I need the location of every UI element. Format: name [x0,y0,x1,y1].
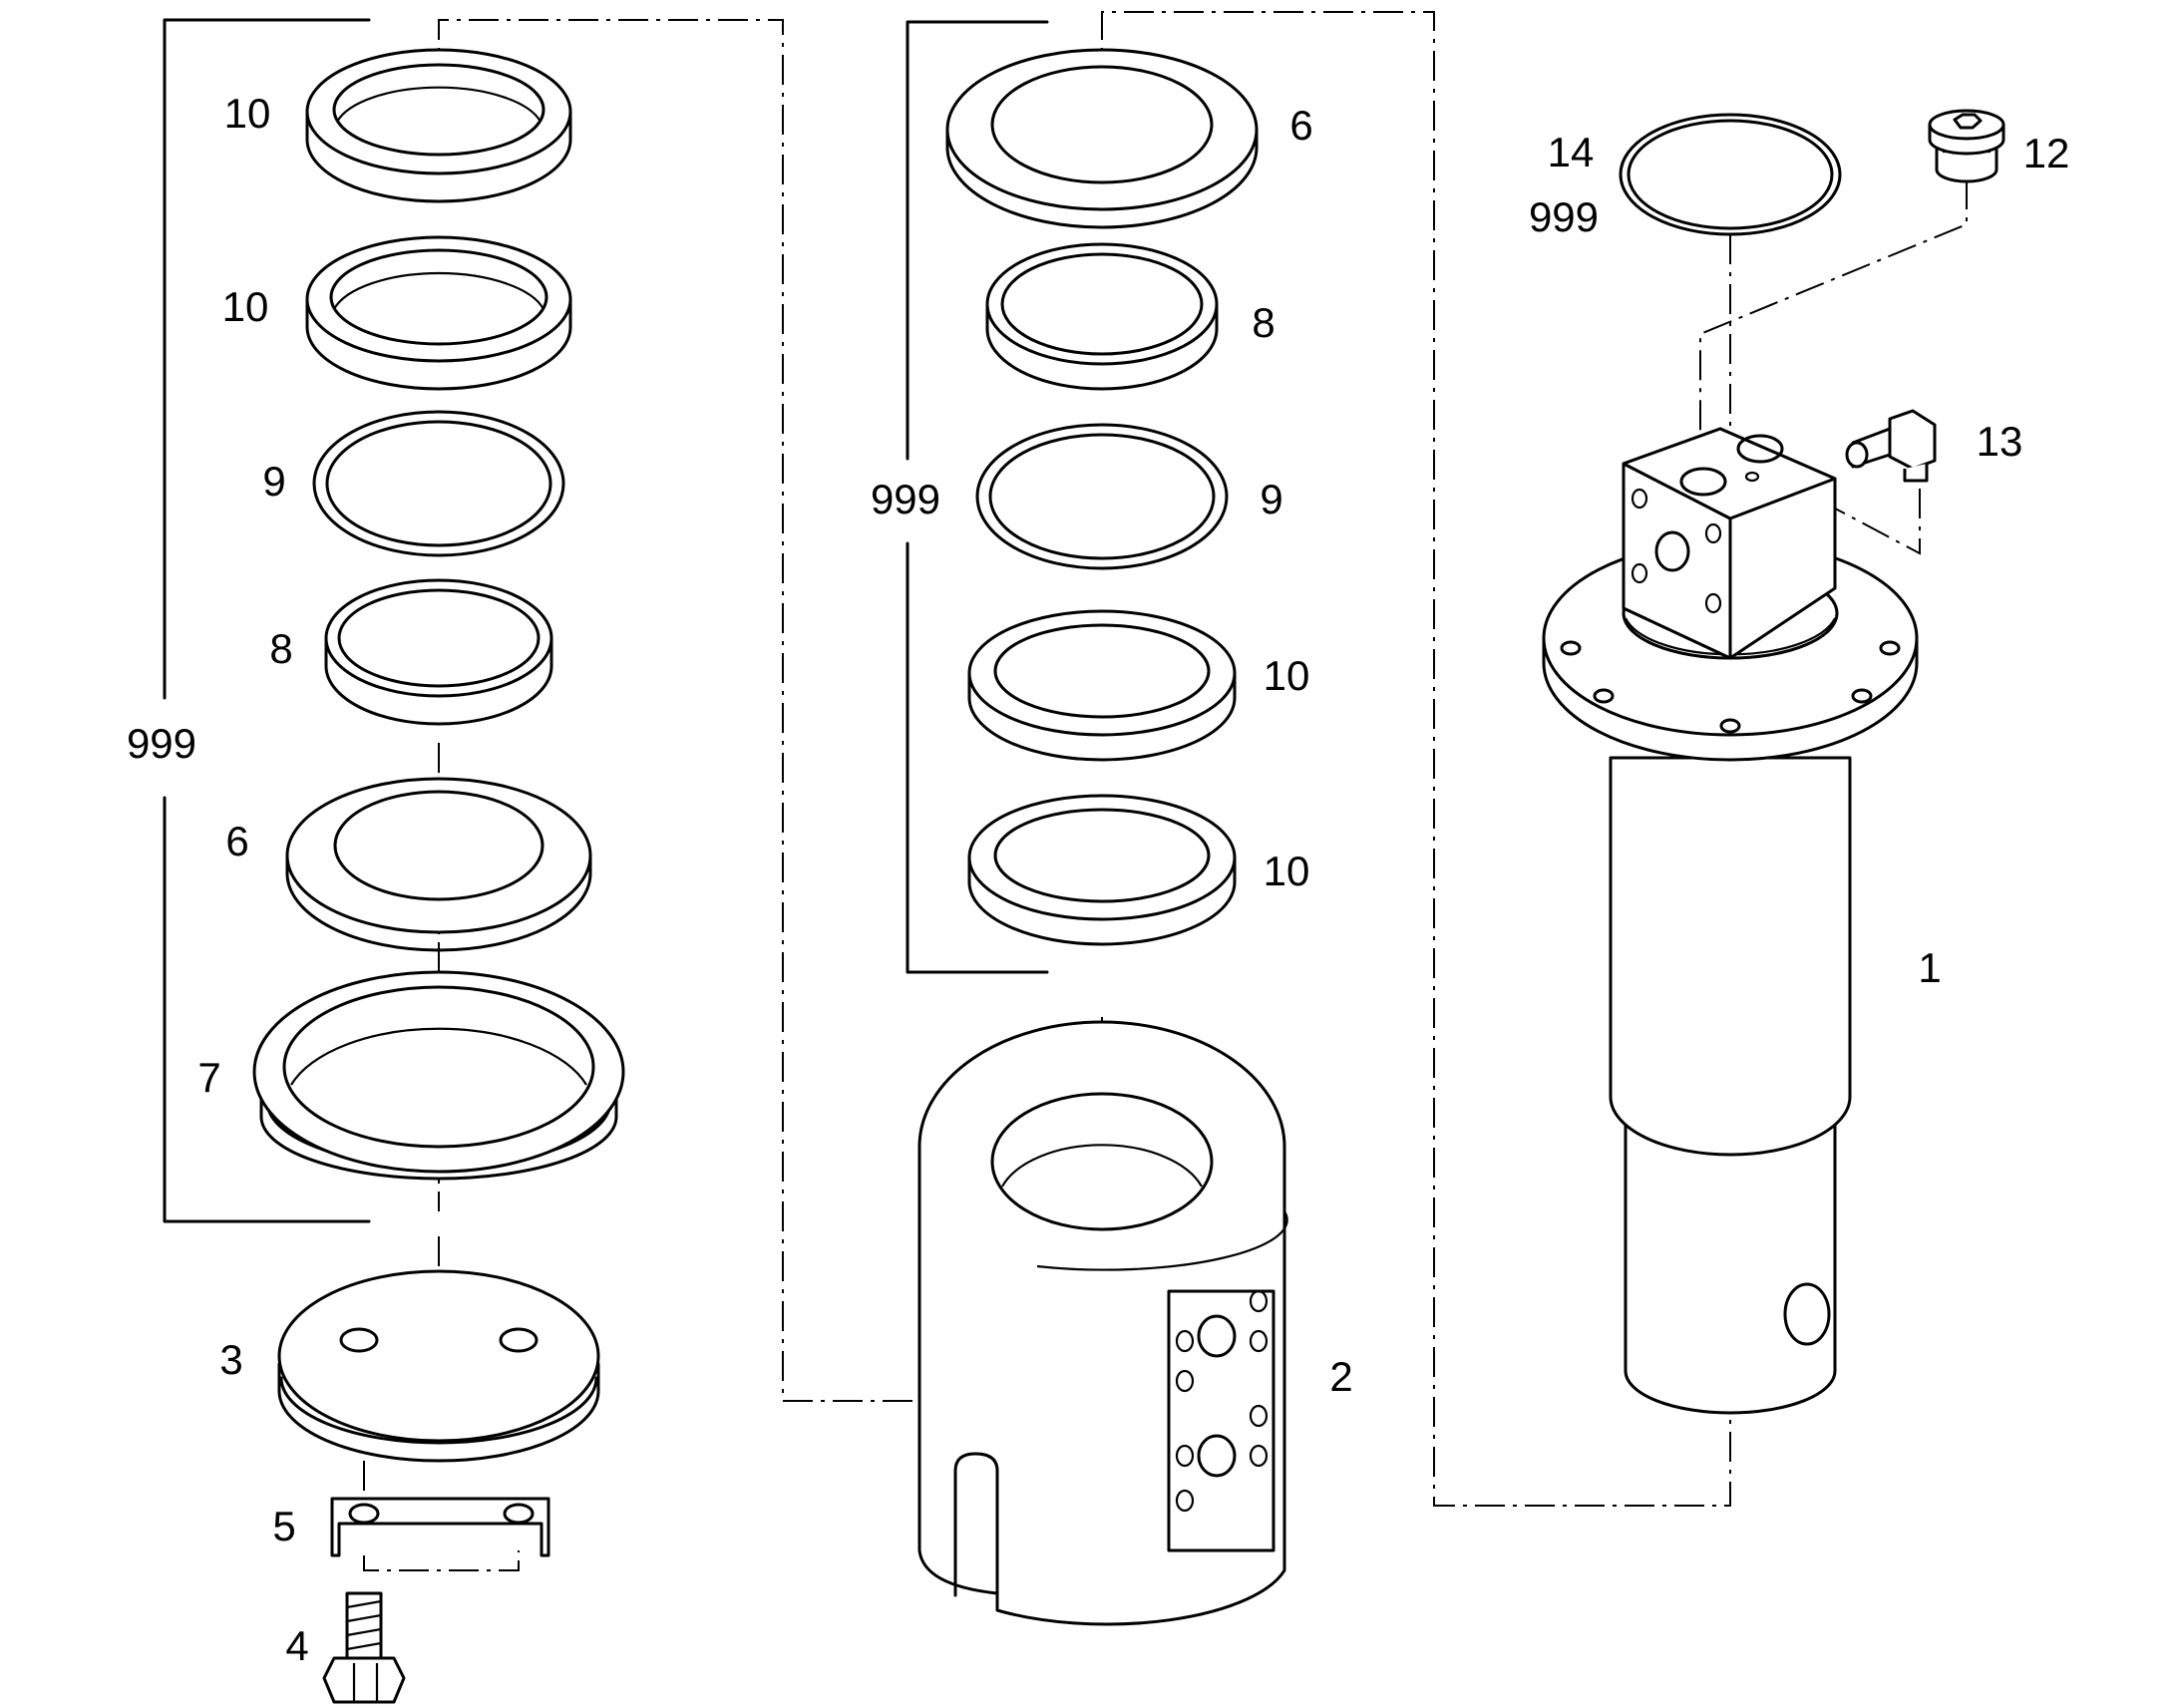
label-6: 6 [1289,102,1312,149]
seal-ring-10-top [305,48,572,203]
guide-ring-7 [252,970,625,1181]
label-5: 5 [272,1503,295,1549]
grease-nipple-13 [1845,409,1937,483]
locking-plate-5 [330,1497,550,1557]
label-1: 1 [1918,944,1941,991]
back-up-ring-8-middle [985,242,1219,391]
kit-bracket-middle [906,20,1049,974]
seal-ring-10-middle-b [967,794,1237,946]
label-6: 6 [225,818,248,864]
seal-ring-10-middle-a [967,609,1237,762]
back-up-ring-8-left [324,578,553,726]
part-labels: 10 10 9 8 999 6 7 3 5 4 6 8 999 9 10 10 … [127,90,2069,1669]
cylinder-head-2 [917,1020,1288,1626]
label-8: 8 [1252,299,1274,346]
wiper-ring-6-left [285,777,592,952]
kit-bracket-left [163,18,371,1223]
label-8: 8 [269,625,292,672]
label-12: 12 [2023,130,2070,176]
label-10: 10 [224,90,271,137]
cylinder-1 [1542,427,1919,1415]
label-999: 999 [871,476,940,522]
wiper-ring-6-middle [945,48,1259,229]
label-9: 9 [262,458,285,505]
label-999: 999 [127,720,196,767]
label-10: 10 [222,283,269,330]
seal-ring-10-second [305,235,572,391]
label-9: 9 [1260,476,1282,522]
piston-3 [277,1269,600,1463]
label-7: 7 [197,1054,220,1101]
label-13: 13 [1977,418,2023,465]
label-2: 2 [1329,1353,1352,1400]
o-ring-14 [1619,113,1842,236]
label-999: 999 [1529,193,1599,240]
plug-screw-12 [1928,109,2005,183]
hex-bolt-4 [322,1591,406,1704]
label-4: 4 [285,1622,308,1669]
o-ring-9-middle [975,423,1229,570]
label-10: 10 [1264,848,1310,894]
label-3: 3 [219,1336,242,1383]
label-10: 10 [1264,652,1310,699]
o-ring-9-left [312,410,565,557]
label-14: 14 [1548,129,1595,175]
